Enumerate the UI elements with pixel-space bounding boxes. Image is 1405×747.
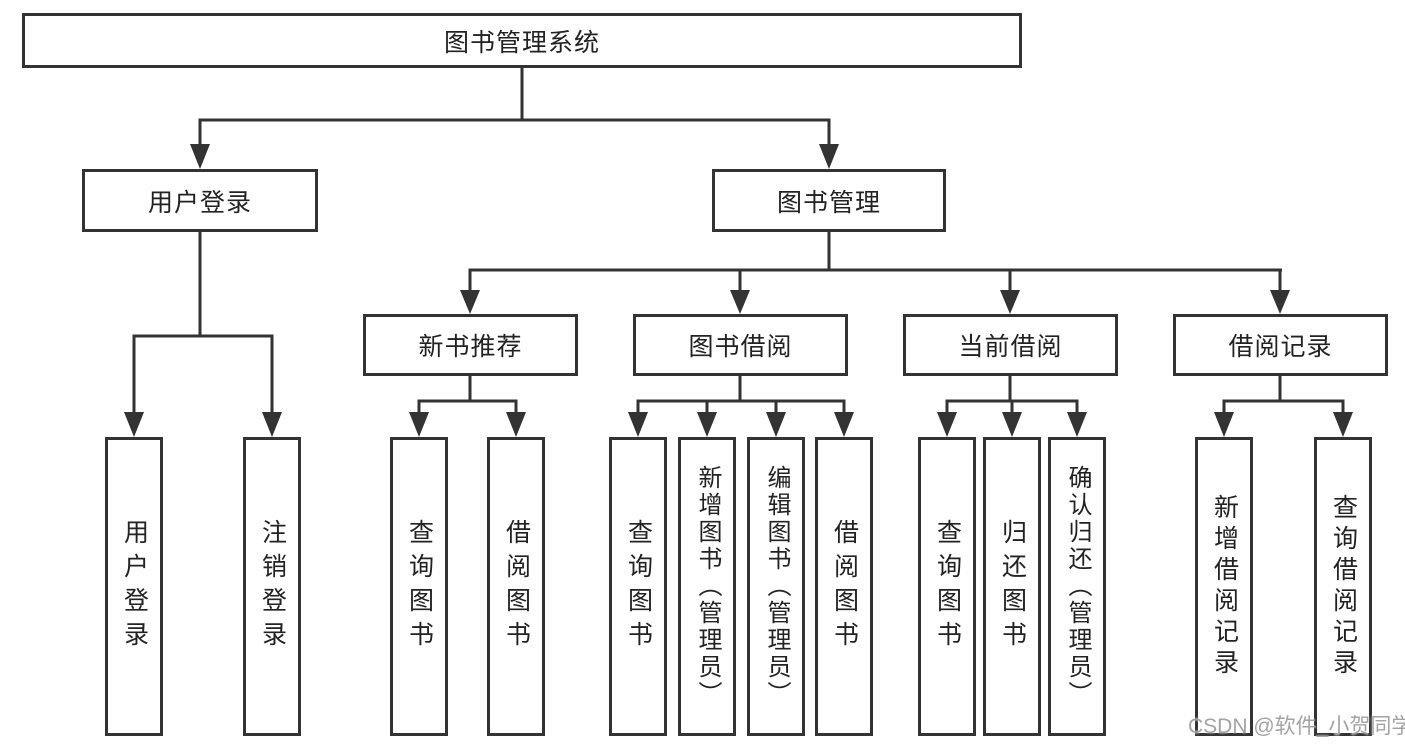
node-label: 借阅记录 bbox=[1228, 333, 1333, 361]
connector-borrowrecords-to-leaves bbox=[1222, 376, 1345, 414]
arrowheads-borrowrecords-to-leaves bbox=[1214, 412, 1353, 437]
node-user-login: 用户登录 bbox=[82, 169, 318, 232]
node-label: 用户登录 bbox=[147, 188, 252, 217]
node-label: 当前借阅 bbox=[958, 333, 1063, 361]
node-label: 新书推荐 bbox=[418, 333, 523, 361]
node-label: 编辑图书（管理员） bbox=[763, 465, 790, 708]
leaf-nb-query-books: 查询图书 bbox=[390, 437, 448, 736]
node-book-management: 图书管理 bbox=[712, 169, 946, 232]
node-new-book-recommend: 新书推荐 bbox=[363, 314, 578, 376]
node-label: 查询图书 bbox=[405, 518, 434, 655]
node-label: 新增图书（管理员） bbox=[694, 465, 721, 708]
node-label: 查询图书 bbox=[624, 518, 653, 655]
arrowheads-bookmgmt-to-level3 bbox=[460, 290, 1290, 314]
arrowheads-userlogin-to-leaves bbox=[124, 412, 282, 437]
leaf-nb-borrow-books: 借阅图书 bbox=[487, 437, 545, 736]
leaf-cb-confirm-return-admin: 确认归还（管理员） bbox=[1048, 437, 1106, 736]
node-label: 借阅图书 bbox=[502, 518, 531, 655]
arrowheads-bookborrow-to-leaves bbox=[628, 412, 854, 437]
leaf-user-login: 用户登录 bbox=[105, 437, 163, 736]
node-label: 查询借阅记录 bbox=[1329, 493, 1358, 680]
leaf-cb-return-books: 归还图书 bbox=[983, 437, 1041, 736]
connector-newbooks-to-leaves bbox=[417, 376, 518, 414]
leaf-bb-add-books-admin: 新增图书（管理员） bbox=[678, 437, 736, 736]
connector-root-to-level2 bbox=[198, 68, 831, 146]
node-label: 用户登录 bbox=[120, 518, 149, 655]
node-label: 图书借阅 bbox=[688, 333, 793, 361]
csdn-watermark: CSDN @软件_小贺同学 bbox=[1188, 715, 1405, 738]
connector-bookborrow-to-leaves bbox=[636, 376, 846, 414]
arrowheads-newbooks-to-leaves bbox=[409, 412, 526, 437]
arrowheads-currentborrow-to-leaves bbox=[937, 412, 1087, 437]
leaf-br-add-record: 新增借阅记录 bbox=[1195, 437, 1253, 736]
node-label: 借阅图书 bbox=[830, 518, 859, 655]
connector-bookmgmt-to-level3 bbox=[468, 232, 1282, 292]
node-label: 注销登录 bbox=[258, 518, 287, 655]
leaf-bb-borrow-books: 借阅图书 bbox=[815, 437, 873, 736]
node-root-library-system: 图书管理系统 bbox=[22, 13, 1022, 68]
leaf-bb-query-books: 查询图书 bbox=[609, 437, 667, 736]
node-label: 图书管理系统 bbox=[443, 28, 600, 57]
node-borrowing-records: 借阅记录 bbox=[1173, 314, 1388, 376]
connector-currentborrow-to-leaves bbox=[945, 376, 1079, 414]
node-label: 图书管理 bbox=[776, 188, 881, 217]
connector-userlogin-to-leaves bbox=[132, 232, 274, 414]
node-label: 查询图书 bbox=[933, 518, 962, 655]
node-label: 新增借阅记录 bbox=[1210, 493, 1239, 680]
leaf-logout: 注销登录 bbox=[243, 437, 301, 736]
leaf-br-query-record: 查询借阅记录 bbox=[1314, 437, 1372, 736]
node-label: 归还图书 bbox=[998, 518, 1027, 655]
leaf-cb-query-books: 查询图书 bbox=[918, 437, 976, 736]
node-current-borrowing: 当前借阅 bbox=[903, 314, 1118, 376]
node-label: 确认归还（管理员） bbox=[1064, 465, 1091, 708]
node-book-borrowing: 图书借阅 bbox=[633, 314, 848, 376]
arrowheads-root-to-level2 bbox=[190, 144, 839, 169]
leaf-bb-edit-books-admin: 编辑图书（管理员） bbox=[747, 437, 805, 736]
